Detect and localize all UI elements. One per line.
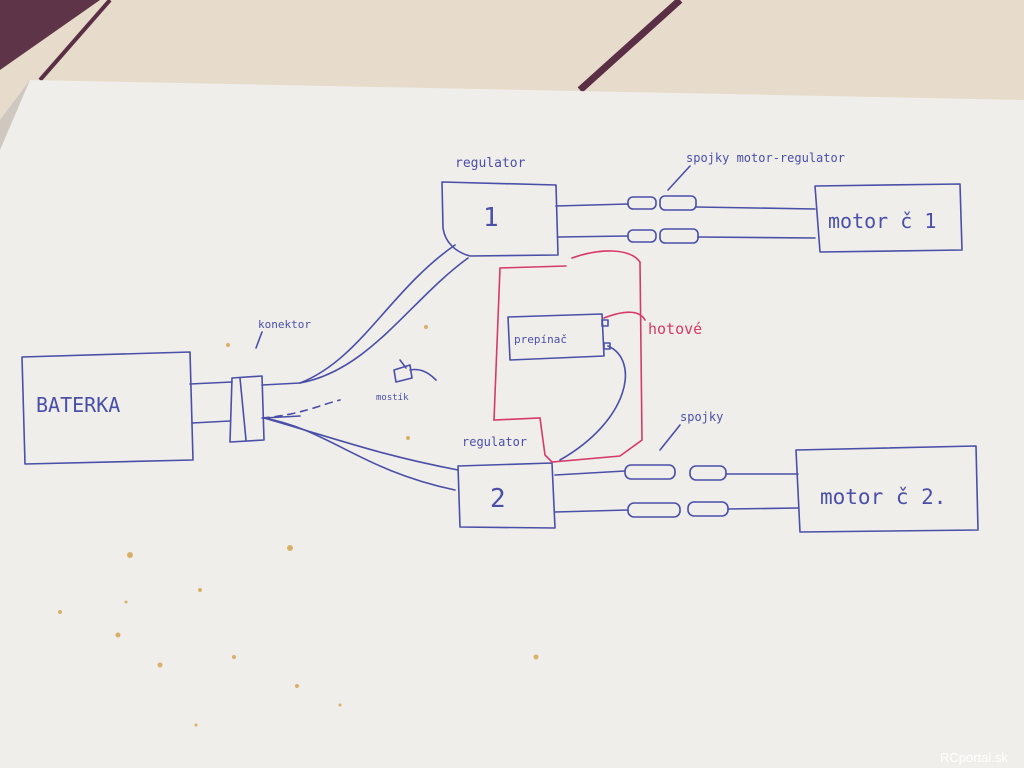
- jumper-label: mostík: [376, 393, 409, 403]
- regulator-1-box: [441, 181, 559, 257]
- connectors-bottom-leader: [659, 424, 681, 451]
- wire-dashed: [261, 399, 341, 419]
- connector-2b: [689, 465, 727, 481]
- crumbs: [58, 325, 539, 727]
- table-corner-dark: [0, 0, 100, 70]
- red-wire-switch: [603, 311, 646, 321]
- connector-1c: [627, 229, 657, 243]
- switch-box: [507, 313, 605, 361]
- paper-sheet: [0, 80, 1024, 768]
- motor2-wire-bottom: [727, 507, 799, 510]
- regulator-2-number: 2: [490, 484, 506, 514]
- regulator-1-number: 1: [483, 203, 499, 233]
- wire-reg1-b: [299, 257, 469, 384]
- switch-wire-to-reg2: [559, 345, 627, 461]
- connector-leader: [255, 331, 263, 349]
- connector-1a: [627, 196, 657, 210]
- red-wire-loop: [493, 250, 643, 463]
- table-edge-line: [577, 0, 683, 93]
- connectors-bottom-label: spojky: [680, 410, 723, 424]
- wire-reg2-b: [263, 417, 459, 471]
- table-edge-line-left: [38, 0, 112, 82]
- connectors-top-label: spojky motor-regulator: [686, 151, 845, 165]
- paper-fold-shadow: [0, 80, 30, 150]
- battery-wire-bottom: [191, 420, 231, 424]
- switch-pin-bottom: [603, 342, 611, 350]
- motor-2-label: motor č 2.: [820, 485, 946, 509]
- connector-out-bottom: [263, 415, 301, 419]
- reg2-wire-bottom: [554, 509, 629, 513]
- wire-reg2-a: [263, 417, 456, 491]
- connector-label: konektor: [258, 318, 311, 331]
- reg2-wire-top: [554, 470, 626, 476]
- motor-1-label: motor č 1: [828, 209, 936, 233]
- switch-pin-top: [601, 319, 609, 327]
- motor1-wire-top: [695, 206, 816, 210]
- motor-2-box: [795, 445, 979, 533]
- regulator-2-caption: regulator: [462, 435, 527, 449]
- reg1-wire-top: [555, 203, 629, 207]
- battery-label: BATERKA: [36, 393, 120, 417]
- connector-divider: [239, 377, 247, 441]
- battery-box: [21, 351, 194, 465]
- connectors-top-leader: [667, 165, 691, 191]
- wire-reg1-a: [299, 244, 456, 384]
- jumper-tick: [399, 359, 407, 369]
- reg1-wire-bottom: [557, 235, 629, 238]
- regulator-2-box: [457, 462, 556, 529]
- connector-1d: [659, 228, 699, 244]
- battery-wire-top: [189, 381, 233, 385]
- red-wire-group: [493, 250, 646, 463]
- motor1-wire-bottom: [697, 236, 816, 239]
- motor-1-box: [814, 183, 963, 253]
- jumper-lead: [409, 368, 437, 381]
- connector-2a: [624, 464, 676, 480]
- connector-out-top: [261, 382, 301, 386]
- regulator-1-caption: regulator: [455, 156, 526, 171]
- watermark: RCportal.sk: [940, 750, 1008, 765]
- connector-1b: [659, 195, 697, 211]
- switch-label: prepínač: [514, 333, 567, 346]
- red-note: hotové: [648, 320, 702, 338]
- connector-2c: [627, 502, 681, 518]
